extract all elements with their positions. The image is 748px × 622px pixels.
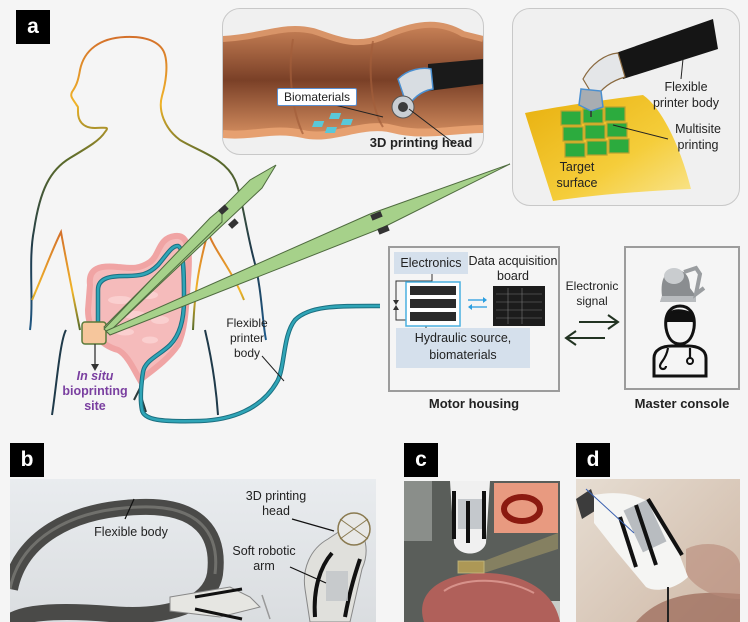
biomaterials-label: Biomaterials xyxy=(277,88,357,106)
rib-left xyxy=(31,228,81,331)
target-surface-inset: Flexible printer body Multisite printing… xyxy=(512,8,740,206)
daq-board-label: Data acquisition board xyxy=(468,254,558,283)
print-head-label: 3D printing head xyxy=(369,135,473,150)
haptic-device-icon xyxy=(660,265,706,302)
motor-housing-internals xyxy=(393,274,545,328)
bioprinting-site-marker xyxy=(81,321,107,345)
flexible-printer-body-callout: Flexible printer body xyxy=(226,316,268,360)
motor-housing-box: Electronics Data acquisition board Hydra… xyxy=(388,246,560,392)
kidney-printing-photo xyxy=(404,481,560,622)
multisite-printing-label: Multisite printing xyxy=(675,122,721,152)
surface-illustration xyxy=(525,19,718,201)
master-console-box xyxy=(624,246,740,390)
hydraulic-source-box: Hydraulic source, biomaterials xyxy=(396,328,530,368)
panel-label-b: b xyxy=(10,443,44,477)
flexible-printer-body-label: Flexible printer body xyxy=(652,80,719,110)
panel-label-a: a xyxy=(16,10,50,44)
soft-robotic-arm-label: Soft robotic arm xyxy=(232,544,296,573)
flexible-body-photo xyxy=(10,498,371,622)
daq-board-image xyxy=(493,286,545,326)
body-outline xyxy=(29,35,267,341)
panel-c-photo xyxy=(404,481,560,622)
intestine-illustration xyxy=(223,21,483,145)
bioprinting-site-label: In situ bioprinting site xyxy=(62,369,128,413)
arrow-to-surface-inset xyxy=(105,163,511,336)
motor-housing-title: Motor housing xyxy=(428,396,520,411)
target-surface-label: Target surface xyxy=(556,160,598,190)
intestine-inset: Biomaterials 3D printing head xyxy=(222,8,484,155)
printing-head-label: 3D printing head xyxy=(245,489,307,518)
printer-head-tissue-photo xyxy=(576,488,740,622)
master-console-title: Master console xyxy=(634,396,730,411)
doctor-icon xyxy=(652,304,708,378)
panel-b-photo: Flexible body 3D printing head Soft robo… xyxy=(10,479,376,622)
electronics-box: Electronics xyxy=(394,252,468,274)
panel-label-d: d xyxy=(576,443,610,477)
panel-d-photo xyxy=(576,479,740,622)
flexible-body-label: Flexible body xyxy=(94,525,168,539)
electronic-signal-label: Electronic signal xyxy=(565,279,619,308)
panel-label-c: c xyxy=(404,443,438,477)
